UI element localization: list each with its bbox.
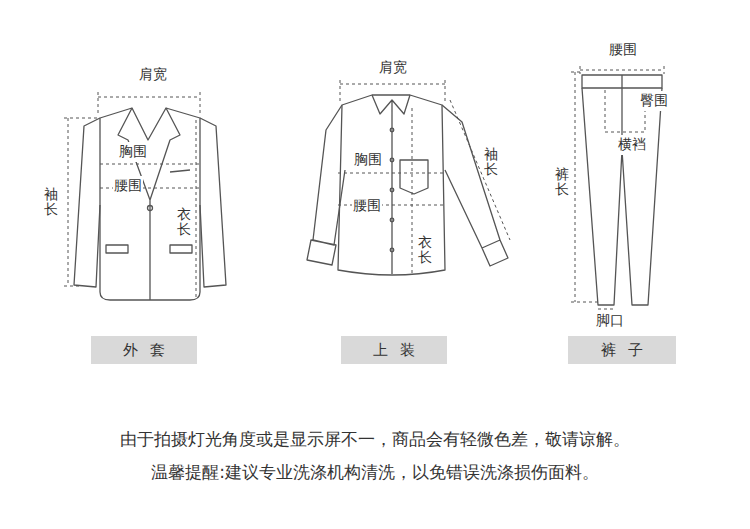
measurement-label: 腰围 xyxy=(352,196,382,216)
shirt-collar xyxy=(372,95,410,274)
label-band: 上装 xyxy=(341,336,447,364)
measurement-label: 裤长 xyxy=(555,166,569,199)
shirt-button xyxy=(390,188,394,192)
note-text: 由于拍摄灯光角度或是显示屏不一，商品会有轻微色差，敬请谅解。 xyxy=(119,427,631,452)
measurement-label: 袖长 xyxy=(44,186,58,219)
dimension-line xyxy=(98,92,200,114)
jacket-outline xyxy=(100,108,200,300)
measurement-label: 臀围 xyxy=(639,91,669,111)
shirt-button xyxy=(390,158,394,162)
dimension-line xyxy=(598,309,614,310)
measurement-label: 衣长 xyxy=(177,206,191,239)
dimension-line xyxy=(450,100,510,240)
measurement-label: 肩宽 xyxy=(378,58,408,78)
jacket-lapel xyxy=(118,108,180,300)
band-text: 上装 xyxy=(361,341,427,360)
pants-fly xyxy=(621,88,622,140)
note-text: 温馨提醒:建议专业洗涤机构清洗，以免错误洗涤损伤面料。 xyxy=(150,460,600,485)
label-band: 裤子 xyxy=(568,336,676,364)
shirt-pocket xyxy=(400,160,428,194)
band-text: 外套 xyxy=(111,341,177,360)
measurement-label: 横裆 xyxy=(617,135,647,155)
shirt-button xyxy=(390,248,394,252)
measurement-label: 胸围 xyxy=(118,142,148,162)
measurement-label: 衣长 xyxy=(418,234,432,267)
shirt-button xyxy=(390,128,394,132)
band-text: 裤子 xyxy=(589,341,655,360)
dimension-line xyxy=(412,108,413,276)
measurement-label: 袖长 xyxy=(484,146,498,179)
pants-outline xyxy=(582,88,662,305)
shirt-sleeve xyxy=(442,105,508,266)
jacket-pocket xyxy=(106,170,192,253)
shirt-button xyxy=(390,218,394,222)
dimension-line xyxy=(340,80,445,102)
measurement-label: 腰围 xyxy=(608,40,638,60)
measurement-label: 腰围 xyxy=(113,176,143,196)
dimension-line xyxy=(64,118,98,286)
dimension-line xyxy=(196,120,197,298)
pants-waistband xyxy=(582,75,662,88)
measurement-label: 脚口 xyxy=(595,311,625,331)
jacket-sleeve xyxy=(74,118,226,287)
dimension-line xyxy=(571,72,598,302)
label-band: 外套 xyxy=(91,336,197,364)
dimension-line xyxy=(580,66,664,74)
measurement-label: 肩宽 xyxy=(138,65,168,85)
shirt-outline xyxy=(338,95,445,275)
jacket-button xyxy=(148,206,153,211)
shirt-sleeve xyxy=(307,105,345,265)
measurement-label: 胸围 xyxy=(353,150,383,170)
